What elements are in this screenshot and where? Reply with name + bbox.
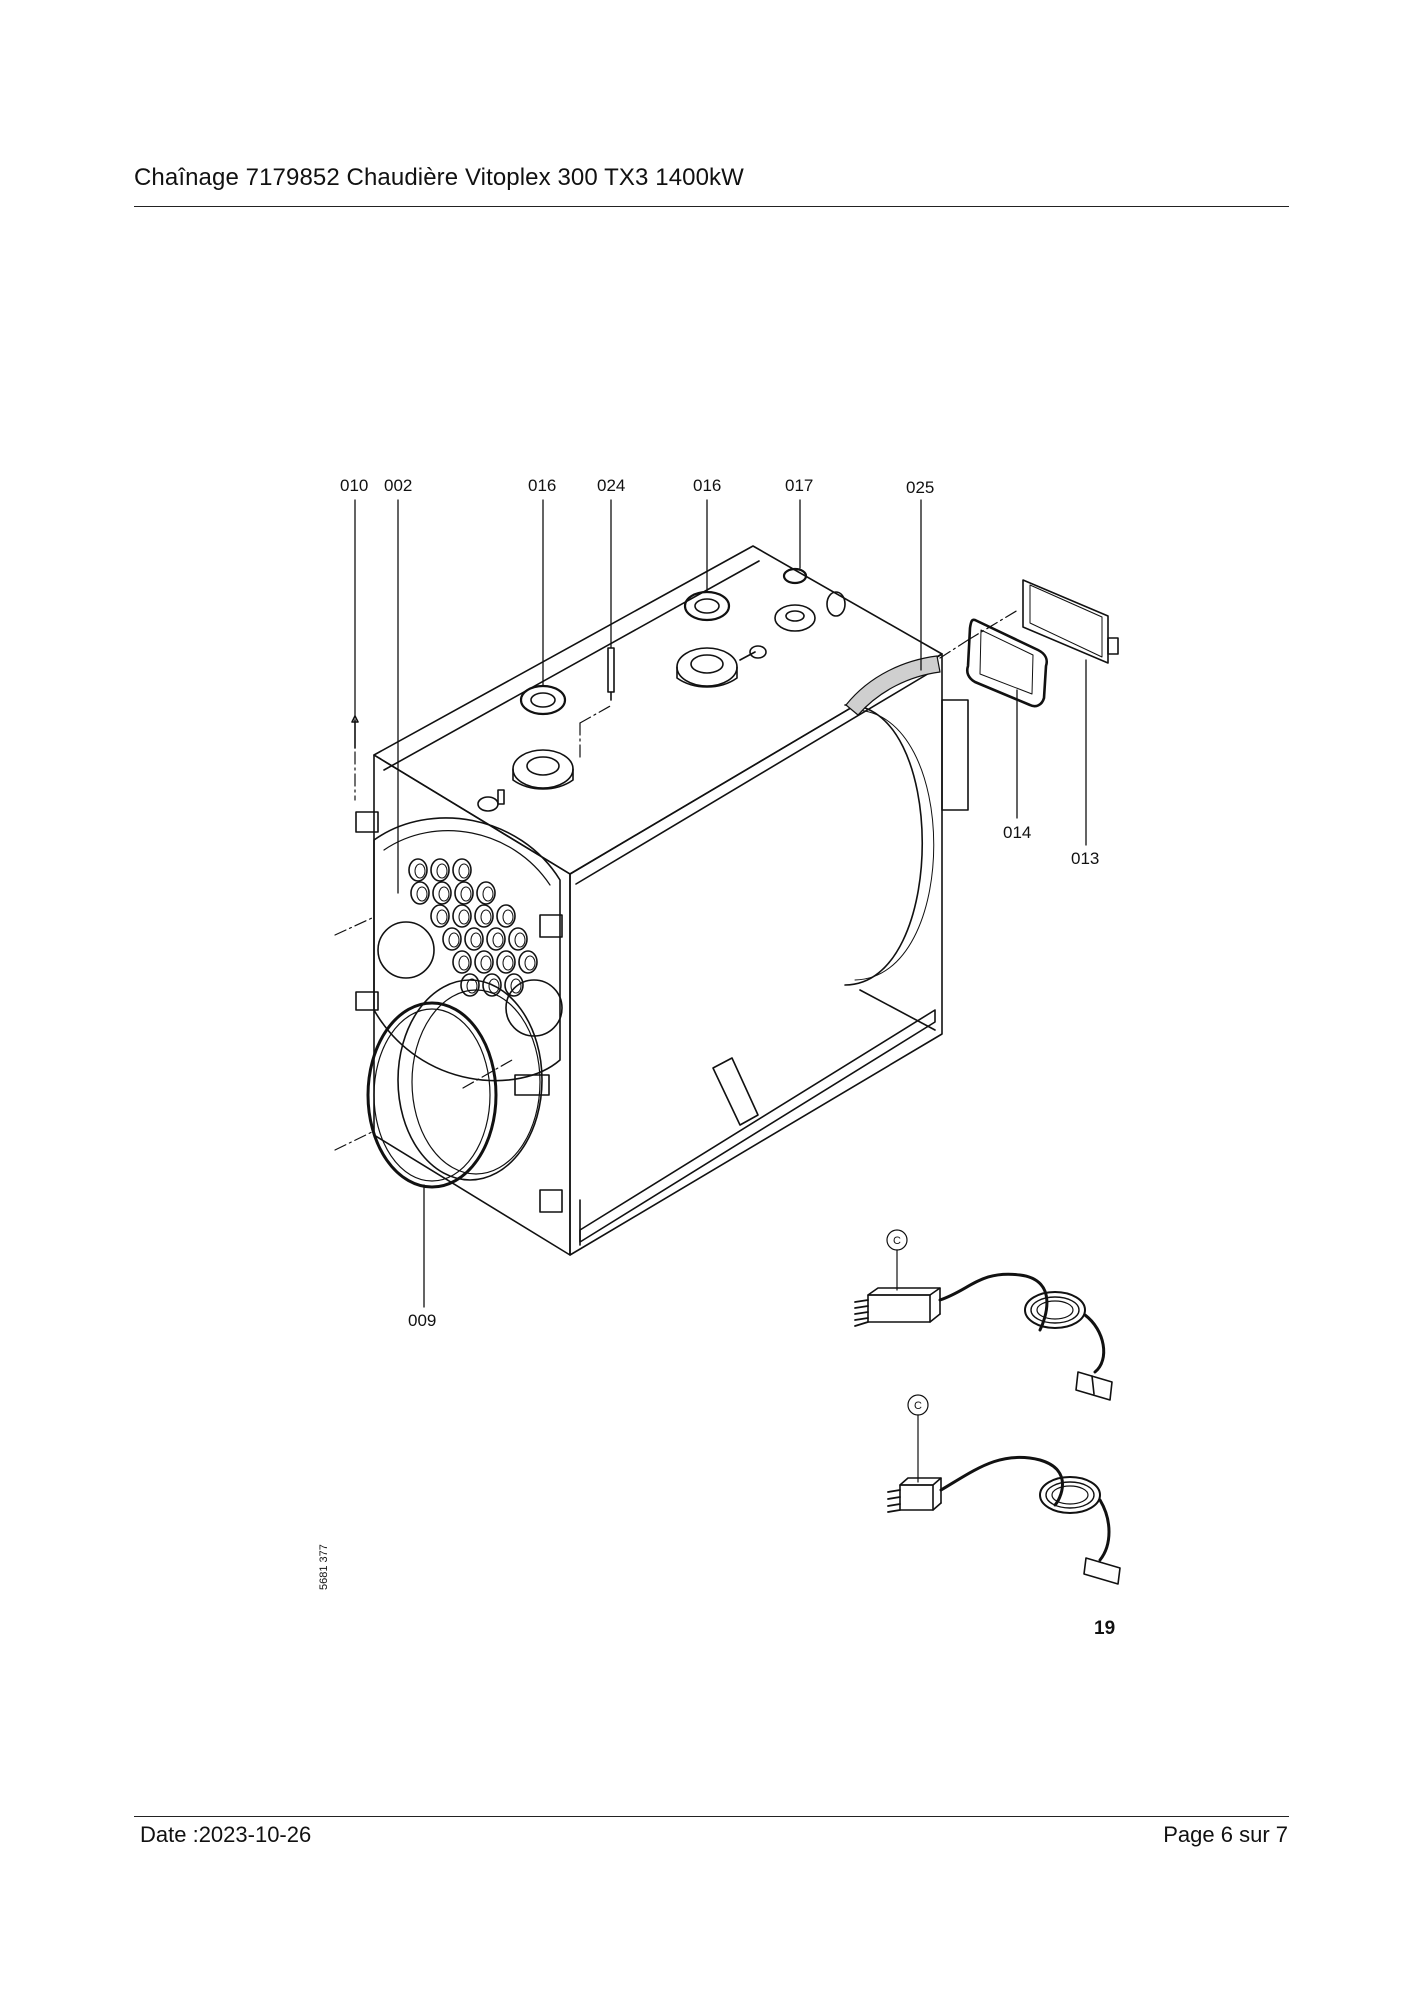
tube-opening: [454, 881, 474, 905]
label-013: 013: [1071, 849, 1099, 868]
tube-bore: [416, 886, 428, 902]
tube-bore: [470, 932, 482, 948]
tube-opening: [482, 973, 502, 997]
tube-opening: [408, 858, 428, 882]
tube-opening: [474, 904, 494, 928]
tube-opening: [504, 973, 524, 997]
tube-opening: [464, 927, 484, 951]
tube-bore: [436, 909, 448, 925]
tube-bore: [510, 978, 522, 994]
drawing-number: 5681 377: [318, 1544, 330, 1590]
cable-harness-upper: [854, 1229, 1113, 1401]
tube-bore: [480, 955, 492, 971]
label-002: 002: [384, 476, 412, 495]
tube-bore: [502, 909, 514, 925]
header-rule: [134, 206, 1289, 207]
footer-rule: [134, 1816, 1289, 1817]
tube-bore: [488, 978, 500, 994]
tube-bore: [414, 863, 426, 879]
tube-bore: [514, 932, 526, 948]
pin-010: [351, 715, 359, 749]
tube-bore: [448, 932, 460, 948]
tube-bore: [460, 886, 472, 902]
tube-bore: [492, 932, 504, 948]
tube-opening: [474, 950, 494, 974]
tube-opening: [486, 927, 506, 951]
tube-bore: [438, 886, 450, 902]
top-fitting: [477, 789, 505, 812]
label-017: 017: [785, 476, 813, 495]
tube-opening: [452, 858, 472, 882]
tube-bore: [480, 909, 492, 925]
callout-c-upper: C: [893, 1235, 901, 1247]
label-025: 025: [906, 478, 934, 497]
tube-opening: [460, 973, 480, 997]
label-009: 009: [408, 1311, 436, 1330]
footer-date: Date :2023-10-26: [140, 1822, 312, 1847]
flange-center: [676, 590, 767, 688]
tube-bore: [458, 909, 470, 925]
figure-number: 19: [1094, 1618, 1115, 1639]
assembly-lines: [334, 609, 1019, 1151]
tube-opening: [410, 881, 430, 905]
label-016-left: 016: [528, 476, 556, 495]
page-title: Chaînage 7179852 Chaudière Vitoplex 300 …: [134, 164, 744, 191]
label-014: 014: [1003, 823, 1031, 842]
tube-opening: [508, 927, 528, 951]
tube-bore: [458, 955, 470, 971]
callout-c-lower: C: [914, 1400, 922, 1412]
tube-bore: [458, 863, 470, 879]
front-tube-plate: [355, 811, 563, 1181]
label-016-center: 016: [693, 476, 721, 495]
tube-opening: [442, 927, 462, 951]
door-gasket: [366, 1001, 498, 1189]
tube-opening: [496, 950, 516, 974]
sensor-well: [607, 647, 615, 701]
tube-opening: [452, 950, 472, 974]
label-010: 010: [340, 476, 368, 495]
part-labels: 010 002 016 024 016 017 025 014 013 009: [340, 476, 1099, 1330]
tube-opening: [452, 904, 472, 928]
tube-bore: [436, 863, 448, 879]
leader-lines: [354, 499, 1087, 1308]
tube-opening: [496, 904, 516, 928]
tube-opening: [518, 950, 538, 974]
tube-opening: [432, 881, 452, 905]
tube-bore: [466, 978, 478, 994]
tube-bore: [502, 955, 514, 971]
tube-opening: [476, 881, 496, 905]
footer-page-number: Page 6 sur 7: [1163, 1822, 1288, 1847]
fire-tubes: [408, 858, 538, 997]
cover-gasket: [965, 618, 1049, 708]
tube-bore: [482, 886, 494, 902]
tube-bore: [524, 955, 536, 971]
label-024: 024: [597, 476, 625, 495]
boiler-body: [373, 545, 969, 1256]
cable-harness-lower: [887, 1394, 1121, 1585]
tube-opening: [430, 904, 450, 928]
flange-right: [774, 567, 846, 632]
tube-opening: [430, 858, 450, 882]
flange-left: [512, 684, 574, 790]
inspection-cover: [1022, 579, 1119, 664]
